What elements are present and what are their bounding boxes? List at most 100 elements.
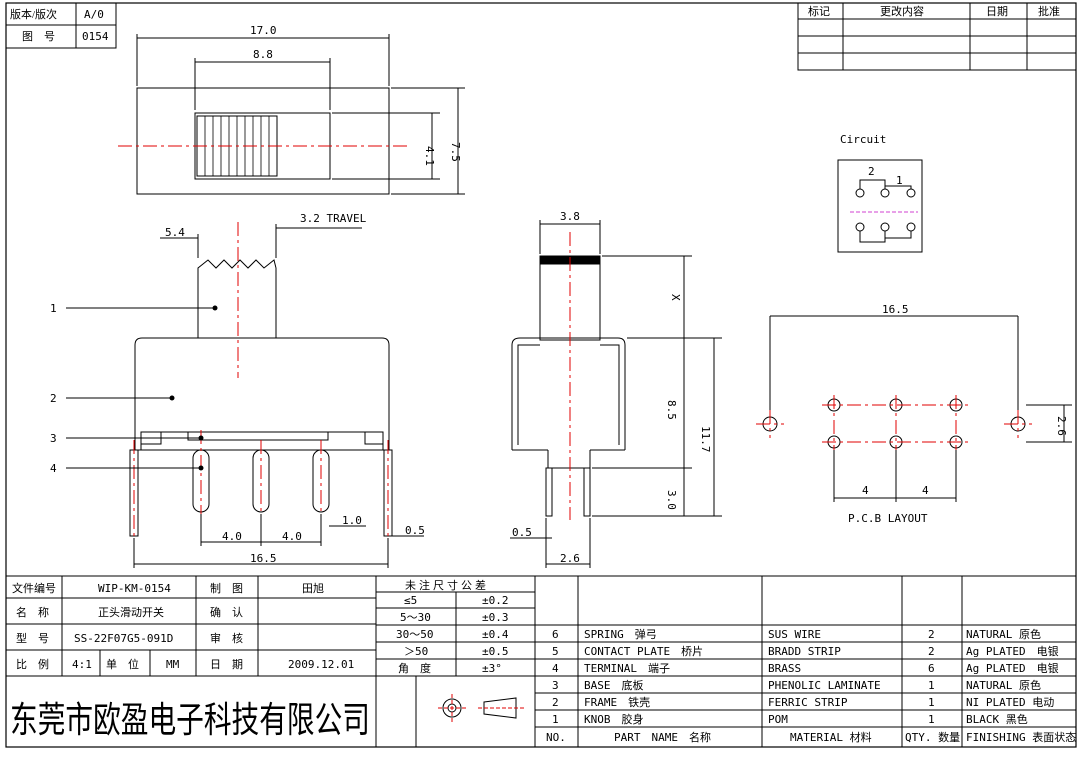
part-material: BRASS bbox=[768, 662, 801, 675]
pcb-layout bbox=[756, 315, 1072, 502]
title-value-file-no: WIP-KM-0154 bbox=[98, 582, 171, 595]
tolerance-title: 未注尺寸公差 bbox=[405, 578, 489, 592]
projection-symbol-icon bbox=[438, 694, 524, 722]
part-finish: NATURAL 原色 bbox=[966, 678, 1041, 692]
tolerance-value-1: ±0.2 bbox=[482, 594, 509, 607]
pcb-dim-width: 16.5 bbox=[882, 303, 909, 316]
part-name: TERMINAL 端子 bbox=[584, 662, 670, 675]
company-name: 东莞市欧盈电子科技有限公司 bbox=[10, 700, 370, 741]
dim-pitch-1: 4.0 bbox=[222, 530, 242, 543]
parts-rows: 6 SPRING 弹弓 SUS WIRE 2 NATURAL 原色 5 CONT… bbox=[552, 627, 1059, 726]
part-material: BRADD STRIP bbox=[768, 645, 841, 658]
pcb-title: P.C.B LAYOUT bbox=[848, 512, 928, 525]
parts-header-no: NO. bbox=[546, 731, 566, 744]
title-label-scale: 比 例 bbox=[16, 657, 49, 671]
circuit-title: Circuit bbox=[840, 133, 886, 146]
dim-side-base: 2.6 bbox=[560, 552, 580, 565]
part-finish: BLACK 黑色 bbox=[966, 712, 1028, 726]
dim-top-knob-height: 4.1 bbox=[423, 146, 436, 166]
part-material: FERRIC STRIP bbox=[768, 696, 848, 709]
front-view bbox=[66, 222, 424, 568]
header-value-version: A/0 bbox=[84, 8, 104, 21]
header-left-block: 版本/版次 A/0 图 号 0154 bbox=[5, 2, 117, 49]
callout-2: 2 bbox=[50, 392, 57, 405]
part-finish: Ag PLATED 电银 bbox=[966, 661, 1059, 675]
part-qty: 2 bbox=[928, 628, 935, 641]
part-qty: 1 bbox=[928, 713, 935, 726]
callout-3: 3 bbox=[50, 432, 57, 445]
part-no: 1 bbox=[552, 713, 559, 726]
part-finish: Ag PLATED 电银 bbox=[966, 644, 1059, 658]
revision-header-content: 更改内容 bbox=[880, 4, 924, 18]
header-label-drawing-no: 图 号 bbox=[22, 30, 55, 43]
dim-pitch-2: 4.0 bbox=[282, 530, 302, 543]
dim-side-top: 3.8 bbox=[560, 210, 580, 223]
title-label-name: 名 称 bbox=[16, 605, 49, 619]
dim-side-body: 8.5 bbox=[665, 400, 678, 420]
dim-side-thickness: 0.5 bbox=[512, 526, 532, 539]
tolerance-value-5: ±3° bbox=[482, 662, 502, 675]
tolerance-range-3: 30～50 bbox=[396, 628, 434, 641]
title-value-scale: 4:1 bbox=[72, 658, 92, 671]
part-name: BASE 底板 bbox=[584, 678, 644, 692]
part-qty: 2 bbox=[928, 645, 935, 658]
tolerance-range-2: 5～30 bbox=[400, 611, 431, 624]
title-label-model: 型 号 bbox=[16, 631, 49, 645]
dim-top-slot: 8.8 bbox=[253, 48, 273, 61]
part-material: PHENOLIC LAMINATE bbox=[768, 679, 881, 692]
title-block bbox=[6, 575, 1076, 747]
header-value-drawing-no: 0154 bbox=[82, 30, 109, 43]
part-finish: NATURAL 原色 bbox=[966, 627, 1041, 641]
tolerance-range-4: ＞50 bbox=[404, 645, 428, 658]
part-finish: NI PLATED 电动 bbox=[966, 696, 1054, 709]
pcb-dim-pitch-2: 4 bbox=[922, 484, 929, 497]
drawing-border bbox=[5, 2, 1077, 748]
part-name: CONTACT PLATE 桥片 bbox=[584, 645, 703, 658]
title-label-drafter: 制 图 bbox=[210, 582, 243, 595]
part-no: 3 bbox=[552, 679, 559, 692]
callout-1: 1 bbox=[50, 302, 57, 315]
dim-pin-width: 1.0 bbox=[342, 514, 362, 527]
title-label-confirm: 确 认 bbox=[210, 606, 243, 619]
title-label-unit: 单 位 bbox=[106, 657, 139, 671]
revision-header-approve: 批准 bbox=[1038, 4, 1060, 18]
dim-pin-edge: 0.5 bbox=[405, 524, 425, 537]
title-label-date: 日 期 bbox=[210, 658, 243, 671]
top-view bbox=[118, 34, 465, 195]
dim-front-total: 16.5 bbox=[250, 552, 277, 565]
header-label-version: 版本/版次 bbox=[10, 7, 57, 21]
tolerance-value-2: ±0.3 bbox=[482, 611, 509, 624]
part-name: KNOB 胶身 bbox=[584, 712, 644, 726]
tolerance-range-5: 角 度 bbox=[398, 661, 431, 675]
part-name: FRAME 铁壳 bbox=[584, 695, 650, 709]
title-value-drafter: 田旭 bbox=[302, 581, 324, 595]
callout-4: 4 bbox=[50, 462, 57, 475]
circuit-diagram bbox=[837, 159, 923, 253]
part-qty: 1 bbox=[928, 679, 935, 692]
circuit-label-2: 2 bbox=[868, 165, 875, 178]
circuit-label-1: 1 bbox=[896, 174, 903, 187]
callout-dots bbox=[169, 305, 218, 471]
part-no: 2 bbox=[552, 696, 559, 709]
title-label-file-no: 文件编号 bbox=[12, 581, 56, 595]
tolerance-range-1: ≤5 bbox=[404, 594, 417, 607]
title-value-date: 2009.12.01 bbox=[288, 658, 354, 671]
revision-table: 标记 更改内容 日期 批准 bbox=[797, 2, 1077, 71]
side-view bbox=[510, 220, 722, 568]
dim-knob-offset: 5.4 bbox=[165, 226, 185, 239]
part-no: 6 bbox=[552, 628, 559, 641]
part-name: SPRING 弹弓 bbox=[584, 627, 657, 641]
tolerance-value-3: ±0.4 bbox=[482, 628, 509, 641]
part-material: POM bbox=[768, 713, 788, 726]
dim-top-height: 7.5 bbox=[449, 142, 462, 162]
part-no: 4 bbox=[552, 662, 559, 675]
parts-header-material: MATERIAL 材料 bbox=[790, 730, 872, 744]
dim-side-x: X bbox=[669, 294, 682, 301]
part-qty: 6 bbox=[928, 662, 935, 675]
part-no: 5 bbox=[552, 645, 559, 658]
part-qty: 1 bbox=[928, 696, 935, 709]
dim-travel: 3.2 TRAVEL bbox=[300, 212, 367, 225]
revision-header-mark: 标记 bbox=[808, 4, 830, 18]
parts-header-qty: QTY. 数量 bbox=[905, 731, 960, 744]
